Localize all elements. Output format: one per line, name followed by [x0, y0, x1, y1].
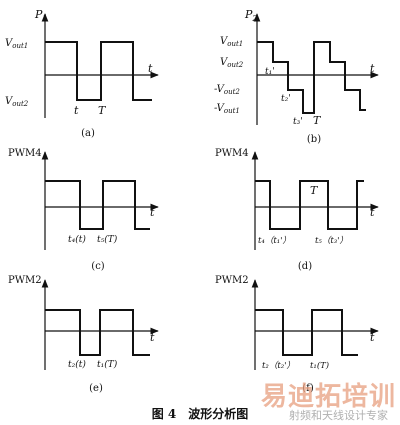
- y-label: P2: [244, 8, 258, 23]
- y-label: PWM4: [215, 148, 249, 159]
- x-label: t₅(T): [97, 234, 118, 245]
- panel-tag: (c): [91, 261, 105, 272]
- panel-b: P2 Vout1 Vout2 -Vout2 -Vout1 t t₁' t₂' t…: [214, 8, 379, 145]
- x-label: t₂(t): [68, 359, 86, 370]
- panel-d: PWM4 t T t₄（t₁'） t₅（t₃'） (d): [215, 148, 379, 272]
- t-axis-label: t: [370, 331, 375, 344]
- x-label: t₁(T): [310, 360, 329, 371]
- waveform-pwm2: [255, 309, 358, 356]
- y-tick-label: -Vout2: [214, 84, 240, 96]
- panel-tag: (d): [298, 261, 312, 272]
- y-tick-label: Vout1: [5, 38, 28, 50]
- y-tick-label: -Vout1: [214, 103, 240, 115]
- panel-f: PWM2 t t₂（t₂'） t₁(T) (f): [215, 275, 379, 394]
- t-axis-label: t: [370, 206, 375, 219]
- t-axis-label: t: [150, 331, 155, 344]
- waveform-p2: [257, 41, 366, 114]
- watermark-logo-text: 易迪拓培训: [260, 382, 396, 412]
- x-label: T: [310, 184, 319, 197]
- y-label: PWM2: [215, 275, 249, 286]
- x-label: t₁': [265, 67, 275, 77]
- y-label: P1: [34, 8, 48, 23]
- t-axis-label: t: [148, 62, 153, 75]
- x-label: t₄（t₁'）: [258, 235, 291, 246]
- watermark-subtitle: 射频和天线设计专家: [289, 409, 388, 422]
- x-label: t₃': [293, 117, 303, 127]
- y-tick-label: Vout1: [220, 36, 243, 48]
- y-tick-label: Vout2: [220, 57, 244, 69]
- y-tick-label: Vout2: [5, 96, 29, 108]
- panel-tag: (e): [89, 383, 103, 394]
- panel-e: PWM2 t t₂(t) t₁(T) (e): [8, 275, 159, 394]
- waveform-pwm4: [255, 180, 364, 230]
- x-label: t: [74, 104, 79, 117]
- x-label: T: [98, 104, 107, 117]
- panel-tag: (b): [307, 134, 321, 145]
- x-label: t₄(t): [68, 234, 86, 245]
- panel-c: PWM4 t t₄(t) t₅(T) (c): [8, 148, 159, 272]
- t-axis-label: t: [370, 62, 375, 75]
- x-label: t₂（t₂'）: [262, 360, 295, 371]
- y-label: PWM2: [8, 275, 42, 286]
- waveform-pwm4: [45, 180, 150, 230]
- x-label: T: [313, 114, 322, 127]
- panel-tag: (a): [81, 128, 95, 139]
- waveform-p1: [45, 41, 152, 101]
- panel-tag: (f): [302, 383, 314, 394]
- x-label: t₁(T): [97, 359, 118, 370]
- y-label: PWM4: [8, 148, 42, 159]
- x-label: t₅（t₃'）: [315, 235, 348, 246]
- t-axis-label: t: [150, 206, 155, 219]
- waveform-pwm2: [45, 309, 150, 356]
- x-label: t₂': [281, 94, 291, 104]
- panel-a: P1 Vout1 Vout2 t t T (a): [5, 8, 159, 139]
